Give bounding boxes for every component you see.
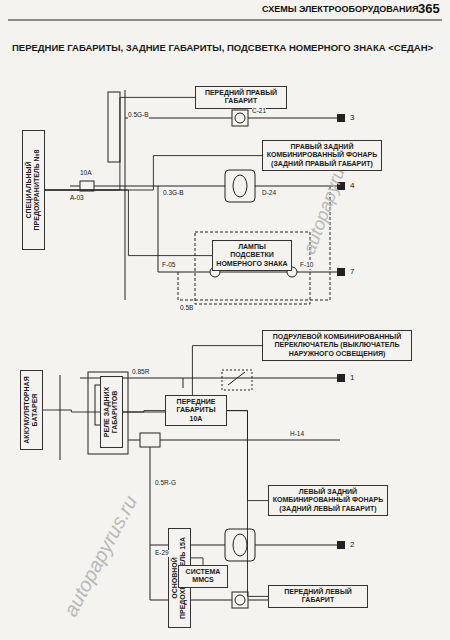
component-box: СИСТЕМА MMCS bbox=[178, 565, 228, 588]
wire-line bbox=[45, 190, 212, 256]
wire-code: 3 bbox=[350, 114, 354, 122]
page-header: СХЕМЫ ЭЛЕКТРООБОРУДОВАНИЯ bbox=[262, 5, 418, 14]
component-box: ПЕРЕДНИЙ ПРАВЫЙ ГАБАРИТ bbox=[195, 86, 287, 109]
wire-connector bbox=[43, 410, 100, 412]
wire bbox=[158, 272, 340, 273]
wire-connector bbox=[227, 411, 268, 597]
wire-connector bbox=[45, 97, 195, 190]
wire-code: 7 bbox=[350, 268, 354, 276]
lamp-housing bbox=[225, 170, 255, 202]
lamp-housing bbox=[232, 592, 248, 608]
component-label: ПЕРЕДНИЕ ГАБАРИТЫ bbox=[169, 398, 223, 415]
component-label: ЛАМПЫ ПОДСВЕТКИ НОМЕРНОГО ЗНАКА bbox=[216, 243, 288, 268]
fuse-symbol bbox=[140, 433, 160, 447]
component-label: 10А bbox=[169, 415, 223, 423]
wire-code: 10A bbox=[80, 170, 92, 177]
lamp-symbol bbox=[235, 113, 245, 123]
watermark: autopapyrus.ru bbox=[60, 492, 140, 619]
wire-code: 0.5G-B bbox=[128, 112, 149, 119]
fuse-symbol bbox=[80, 181, 94, 191]
component-box: ПРАВЫЙ ЗАДНИЙ КОМБИНИРОВАННЫЙ ФОНАРЬ (ЗА… bbox=[262, 140, 382, 171]
wire bbox=[60, 375, 61, 460]
relay-box bbox=[88, 372, 128, 454]
diagram-title: ПЕРЕДНИЕ ГАБАРИТЫ, ЗАДНИЕ ГАБАРИТЫ, ПОДС… bbox=[12, 42, 437, 53]
wire bbox=[158, 186, 159, 272]
wire-line bbox=[43, 410, 100, 412]
header-rule bbox=[8, 20, 442, 21]
component-label: ПОДРУЛЕВОЙ КОМБИНИРОВАННЫЙ ПЕРЕКЛЮЧАТЕЛЬ… bbox=[266, 333, 408, 358]
wire-code: A-03 bbox=[70, 195, 84, 202]
wire-code: 0.5R-G bbox=[155, 480, 176, 487]
component-label: ПРАВЫЙ ЗАДНИЙ КОМБИНИРОВАННЫЙ ФОНАРЬ (ЗА… bbox=[266, 143, 378, 168]
terminal bbox=[337, 541, 345, 549]
component-box: ПОДРУЛЕВОЙ КОМБИНИРОВАННЫЙ ПЕРЕКЛЮЧАТЕЛЬ… bbox=[262, 330, 412, 361]
terminal bbox=[337, 114, 345, 122]
component-label: ПЕРЕДНИЙ ЛЕВЫЙ ГАБАРИТ bbox=[272, 588, 364, 605]
lamp-symbol bbox=[233, 534, 247, 556]
wire-code: 0.3G-B bbox=[163, 190, 184, 197]
wire-code: F-05 bbox=[162, 262, 175, 269]
wire-code: H-14 bbox=[290, 431, 304, 438]
component-box: АККУМУЛЯТОРНАЯ БАТАРЕЯ bbox=[20, 370, 43, 450]
wire-code: 1 bbox=[350, 374, 354, 382]
wire-line bbox=[45, 156, 262, 190]
wire-connector bbox=[123, 411, 165, 412]
wire-code: E-29 bbox=[155, 550, 169, 557]
wire-line bbox=[123, 411, 165, 412]
wire-code: 0.5B bbox=[180, 305, 193, 312]
wire-code: D-24 bbox=[262, 190, 276, 197]
switch-frame bbox=[222, 370, 252, 390]
component-box: ЛАМПЫ ПОДСВЕТКИ НОМЕРНОГО ЗНАКА bbox=[212, 240, 292, 271]
fuse-block bbox=[108, 92, 120, 162]
wire-code: 2 bbox=[350, 541, 354, 549]
wire bbox=[70, 186, 125, 187]
terminal bbox=[337, 268, 345, 276]
component-label: СПЕЦИАЛЬНЫЙ ПРЕДОХРАНИТЕЛЬ №8 bbox=[25, 134, 42, 246]
page-header: 365 bbox=[418, 2, 440, 15]
component-label: СИСТЕМА MMCS bbox=[182, 568, 224, 585]
component-box: ПЕРЕДНИЙ ЛЕВЫЙ ГАБАРИТ bbox=[268, 585, 368, 608]
plate-lamp-frame bbox=[195, 232, 310, 304]
wire bbox=[183, 378, 184, 388]
wire-code: F-10 bbox=[300, 262, 313, 269]
wire-code: 0.85R bbox=[132, 369, 149, 376]
component-label: ПЕРЕДНИЙ ПРАВЫЙ ГАБАРИТ bbox=[199, 89, 283, 106]
wire-line bbox=[227, 411, 268, 597]
lamp-symbol bbox=[233, 175, 247, 197]
component-box: СПЕЦИАЛЬНЫЙ ПРЕДОХРАНИТЕЛЬ №8 bbox=[22, 130, 45, 250]
lamp-housing bbox=[232, 110, 248, 126]
switch-contact bbox=[228, 372, 245, 385]
component-label: РЕЛЕ ЗАДНИХ ГАБАРИТОВ bbox=[103, 380, 120, 444]
wire-code: C-21 bbox=[252, 108, 266, 115]
terminal bbox=[337, 374, 345, 382]
component-box: ЛЕВЫЙ ЗАДНИЙ КОМБИНИРОВАННЫЙ ФОНАРЬ (ЗАД… bbox=[268, 485, 388, 516]
wire-line bbox=[45, 97, 195, 190]
wire-connector bbox=[45, 156, 262, 190]
wire bbox=[150, 440, 151, 600]
lamp-housing bbox=[225, 529, 255, 561]
component-box: ПЕРЕДНИЕ ГАБАРИТЫ10А bbox=[165, 395, 227, 426]
component-label: ЛЕВЫЙ ЗАДНИЙ КОМБИНИРОВАННЫЙ ФОНАРЬ (ЗАД… bbox=[272, 488, 384, 513]
wire-connector bbox=[45, 190, 212, 256]
wires bbox=[8, 20, 442, 600]
lamp-symbol bbox=[235, 595, 245, 605]
wire-code: 4 bbox=[350, 182, 354, 190]
bus bbox=[125, 90, 126, 300]
component-box: РЕЛЕ ЗАДНИХ ГАБАРИТОВ bbox=[100, 376, 123, 448]
component-label: АККУМУЛЯТОРНАЯ БАТАРЕЯ bbox=[23, 374, 40, 446]
